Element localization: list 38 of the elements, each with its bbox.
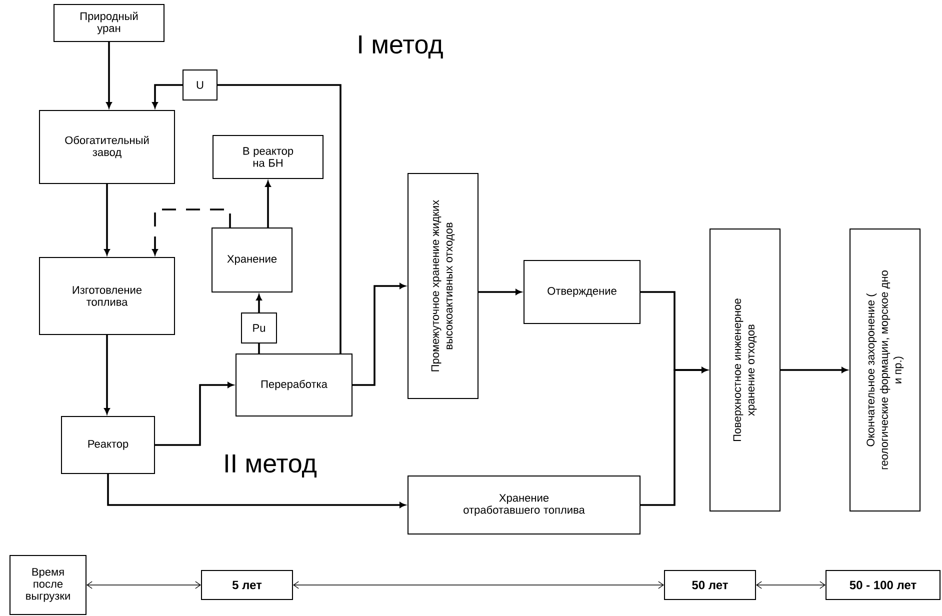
process-box: Реактор bbox=[61, 416, 155, 474]
process-box: В реактор на БН bbox=[212, 135, 324, 179]
process-box: Переработка bbox=[236, 354, 352, 416]
method-label: I метод bbox=[359, 35, 443, 59]
connector-line bbox=[258, 344, 260, 354]
process-box: Природный уран bbox=[54, 4, 164, 42]
process-box: Хранение bbox=[212, 228, 292, 292]
arrow bbox=[107, 474, 406, 508]
arrow bbox=[86, 581, 201, 589]
arrow bbox=[265, 181, 271, 228]
arrow bbox=[104, 335, 110, 414]
arrow bbox=[106, 42, 112, 108]
material-box: U bbox=[182, 70, 218, 100]
material-box: Pu bbox=[241, 312, 277, 344]
connector-line bbox=[218, 84, 342, 354]
arrow bbox=[104, 184, 110, 255]
arrow bbox=[152, 208, 231, 255]
time-box: 5 лет bbox=[201, 570, 293, 600]
arrow bbox=[780, 367, 848, 373]
process-box: Изготовление топлива bbox=[39, 257, 175, 335]
arrow bbox=[352, 283, 406, 386]
process-box: Обогатительный завод bbox=[39, 110, 175, 184]
arrow bbox=[293, 581, 664, 589]
arrow bbox=[478, 289, 522, 295]
time-box: Время после выгрузки bbox=[10, 555, 86, 615]
process-box: Хранение отработавшего топлива bbox=[408, 476, 640, 534]
time-box: 50 лет bbox=[664, 570, 756, 600]
method-label: II метод bbox=[226, 454, 316, 478]
arrow bbox=[756, 581, 826, 589]
arrow bbox=[152, 84, 182, 108]
process-box: Промежуточное хранение жидких высокоактивных отходов bbox=[408, 173, 478, 399]
arrow bbox=[256, 294, 262, 312]
time-box: 50 - 100 лет bbox=[826, 570, 940, 600]
arrow bbox=[155, 382, 234, 446]
process-box: Поверхностное инженерное хранение отходов bbox=[710, 228, 780, 512]
process-box: Окончательное захоронение ( геологические формации, морское дно и пр.) bbox=[850, 228, 920, 512]
arrow bbox=[640, 367, 708, 506]
process-box: Отверждение bbox=[524, 260, 640, 324]
